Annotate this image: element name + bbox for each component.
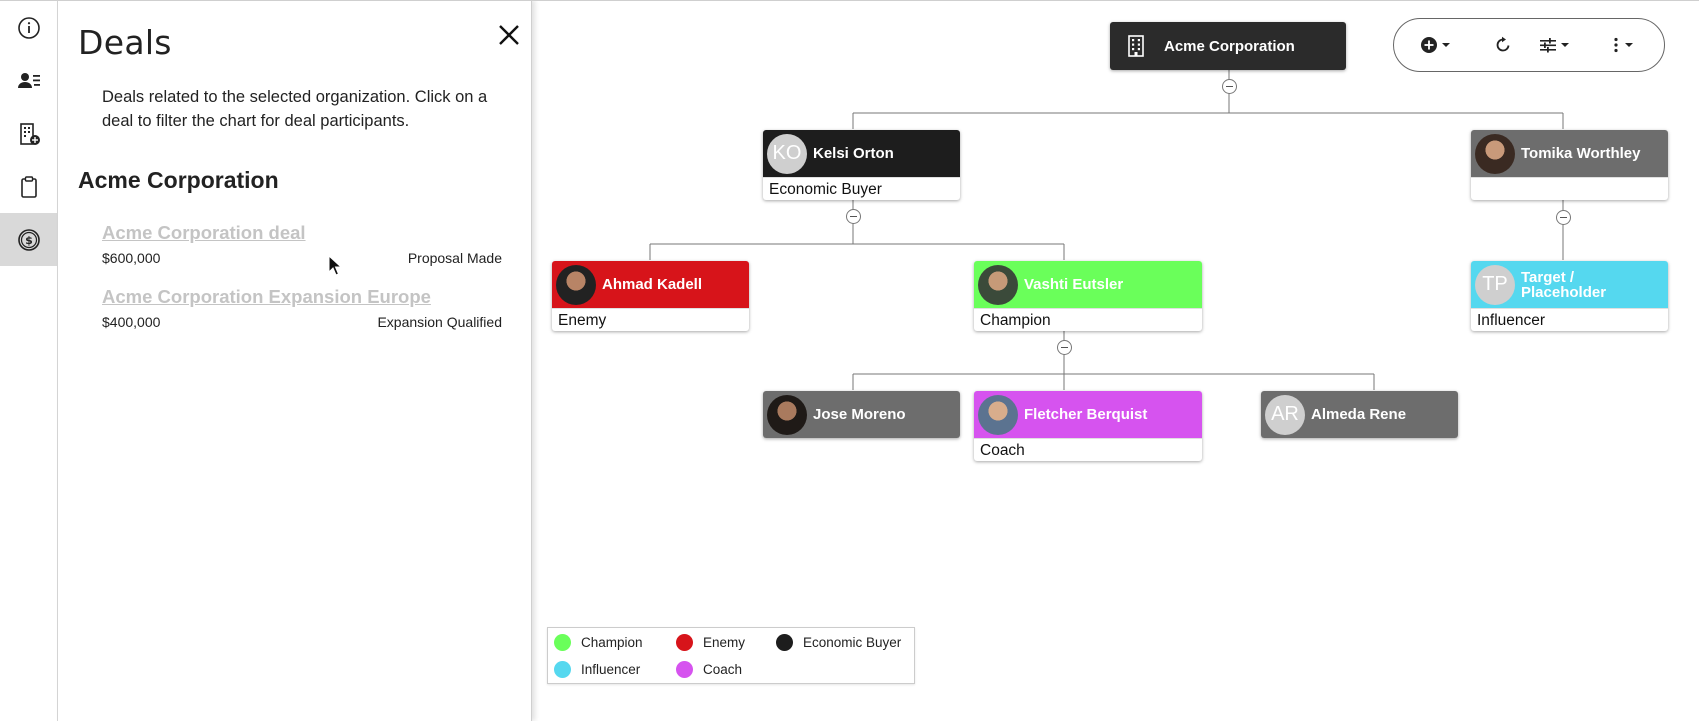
avatar: [978, 264, 1018, 305]
org-name: Acme Corporation: [78, 167, 279, 193]
org-chart: Acme Corporation KO Kelsi Orton Economic…: [532, 0, 1699, 721]
contact-name: Fletcher Berquist: [1024, 406, 1148, 423]
panel-title: Deals: [78, 23, 172, 62]
contact-node-tomika-worthley[interactable]: Tomika Worthley: [1471, 130, 1668, 200]
avatar: KO: [767, 133, 807, 174]
deals-panel: Deals Deals related to the selected orga…: [58, 0, 532, 721]
contact-node-target-placeholder[interactable]: TP Target / Placeholder Influencer: [1471, 261, 1668, 331]
filter-button[interactable]: [1539, 33, 1570, 57]
contact-role: Economic Buyer: [763, 177, 960, 200]
connector-lines: [649, 70, 1564, 390]
contact-name: Almeda Rene: [1311, 406, 1407, 423]
legend-item: Coach: [676, 661, 742, 678]
legend-swatch: [554, 634, 571, 651]
contact-name: Target / Placeholder: [1521, 268, 1607, 301]
collapse-toggle[interactable]: [1222, 79, 1237, 94]
deal-link[interactable]: Acme Corporation Expansion Europe: [102, 286, 431, 307]
refresh-icon: [1496, 36, 1510, 52]
avatar: [556, 264, 596, 305]
deal-item[interactable]: Acme Corporation deal $600,000 Proposal …: [102, 222, 502, 266]
legend-swatch: [776, 634, 793, 651]
legend-label: Economic Buyer: [803, 635, 902, 650]
root-org-node[interactable]: Acme Corporation: [1110, 22, 1346, 70]
role-legend: Champion Enemy Economic Buyer Influencer…: [547, 627, 915, 684]
sidebar-item-clipboard[interactable]: [0, 160, 57, 213]
contact-role: [1471, 177, 1668, 200]
sidebar-item-contacts[interactable]: [0, 54, 57, 107]
sidebar-item-deals[interactable]: $: [0, 213, 57, 266]
deal-stage: Expansion Qualified: [377, 314, 502, 330]
close-icon[interactable]: [495, 21, 523, 49]
legend-label: Coach: [703, 662, 743, 677]
contact-node-ahmad-kadell[interactable]: Ahmad Kadell Enemy: [552, 261, 749, 331]
contact-role: Enemy: [552, 308, 749, 331]
avatar: AR: [1265, 394, 1305, 435]
building-icon: [1128, 35, 1144, 57]
legend-swatch: [676, 661, 693, 678]
mouse-cursor-icon: [328, 255, 342, 276]
more-options-button[interactable]: [1612, 33, 1634, 57]
legend-label: Champion: [581, 635, 643, 650]
avatar: TP: [1475, 264, 1515, 305]
chevron-down-icon: [1442, 43, 1450, 47]
refresh-button[interactable]: [1494, 33, 1512, 57]
legend-item: Champion: [554, 634, 643, 651]
avatar: [1475, 133, 1515, 174]
contact-role: Coach: [974, 438, 1202, 461]
more-vertical-icon: [1614, 37, 1618, 53]
sidebar-item-info[interactable]: [0, 1, 57, 54]
contact-node-kelsi-orton[interactable]: KO Kelsi Orton Economic Buyer: [763, 130, 960, 200]
panel-description: Deals related to the selected organizati…: [102, 88, 488, 130]
chevron-down-icon: [1625, 43, 1633, 47]
info-icon: [17, 16, 40, 39]
collapse-toggle[interactable]: [1556, 210, 1571, 225]
contact-role: Influencer: [1471, 308, 1668, 331]
collapse-toggle[interactable]: [846, 209, 861, 224]
contact-role: Champion: [974, 308, 1202, 331]
add-organization-icon: [19, 122, 40, 145]
contact-node-almeda-rene[interactable]: AR Almeda Rene: [1261, 391, 1458, 438]
avatar: [978, 394, 1018, 435]
deal-stage: Proposal Made: [407, 250, 502, 266]
collapse-toggle[interactable]: [1057, 340, 1072, 355]
sidebar-item-organization[interactable]: [0, 107, 57, 160]
deal-link[interactable]: Acme Corporation deal: [102, 222, 306, 243]
contact-name: Ahmad Kadell: [602, 276, 703, 293]
add-button[interactable]: [1420, 33, 1451, 57]
legend-swatch: [554, 661, 571, 678]
legend-item: Economic Buyer: [776, 634, 901, 651]
filter-sliders-icon: [1540, 38, 1556, 53]
contact-node-fletcher-berquist[interactable]: Fletcher Berquist Coach: [974, 391, 1202, 461]
contact-name: Kelsi Orton: [813, 145, 894, 162]
contact-name: Tomika Worthley: [1521, 145, 1641, 162]
contact-name: Vashti Eutsler: [1024, 276, 1124, 293]
legend-label: Influencer: [581, 662, 641, 677]
legend-label: Enemy: [703, 635, 746, 650]
deal-amount: $400,000: [102, 314, 161, 330]
root-org-name: Acme Corporation: [1164, 37, 1295, 55]
clipboard-icon: [20, 175, 37, 198]
legend-swatch: [676, 634, 693, 651]
chevron-down-icon: [1561, 43, 1569, 47]
contact-name: Jose Moreno: [813, 406, 906, 423]
deals-dollar-icon: $: [17, 228, 40, 251]
add-icon: [1421, 37, 1437, 53]
deal-item[interactable]: Acme Corporation Expansion Europe $400,0…: [102, 286, 502, 330]
avatar: [767, 394, 807, 435]
contact-node-vashti-eutsler[interactable]: Vashti Eutsler Champion: [974, 261, 1202, 331]
chart-toolbar: [1393, 18, 1665, 72]
contact-node-jose-moreno[interactable]: Jose Moreno: [763, 391, 960, 438]
svg-text:$: $: [25, 234, 33, 247]
legend-item: Influencer: [554, 661, 640, 678]
legend-item: Enemy: [676, 634, 745, 651]
deal-amount: $600,000: [102, 250, 161, 266]
sidebar-rail: $: [0, 0, 58, 721]
contacts-icon: [17, 72, 40, 88]
